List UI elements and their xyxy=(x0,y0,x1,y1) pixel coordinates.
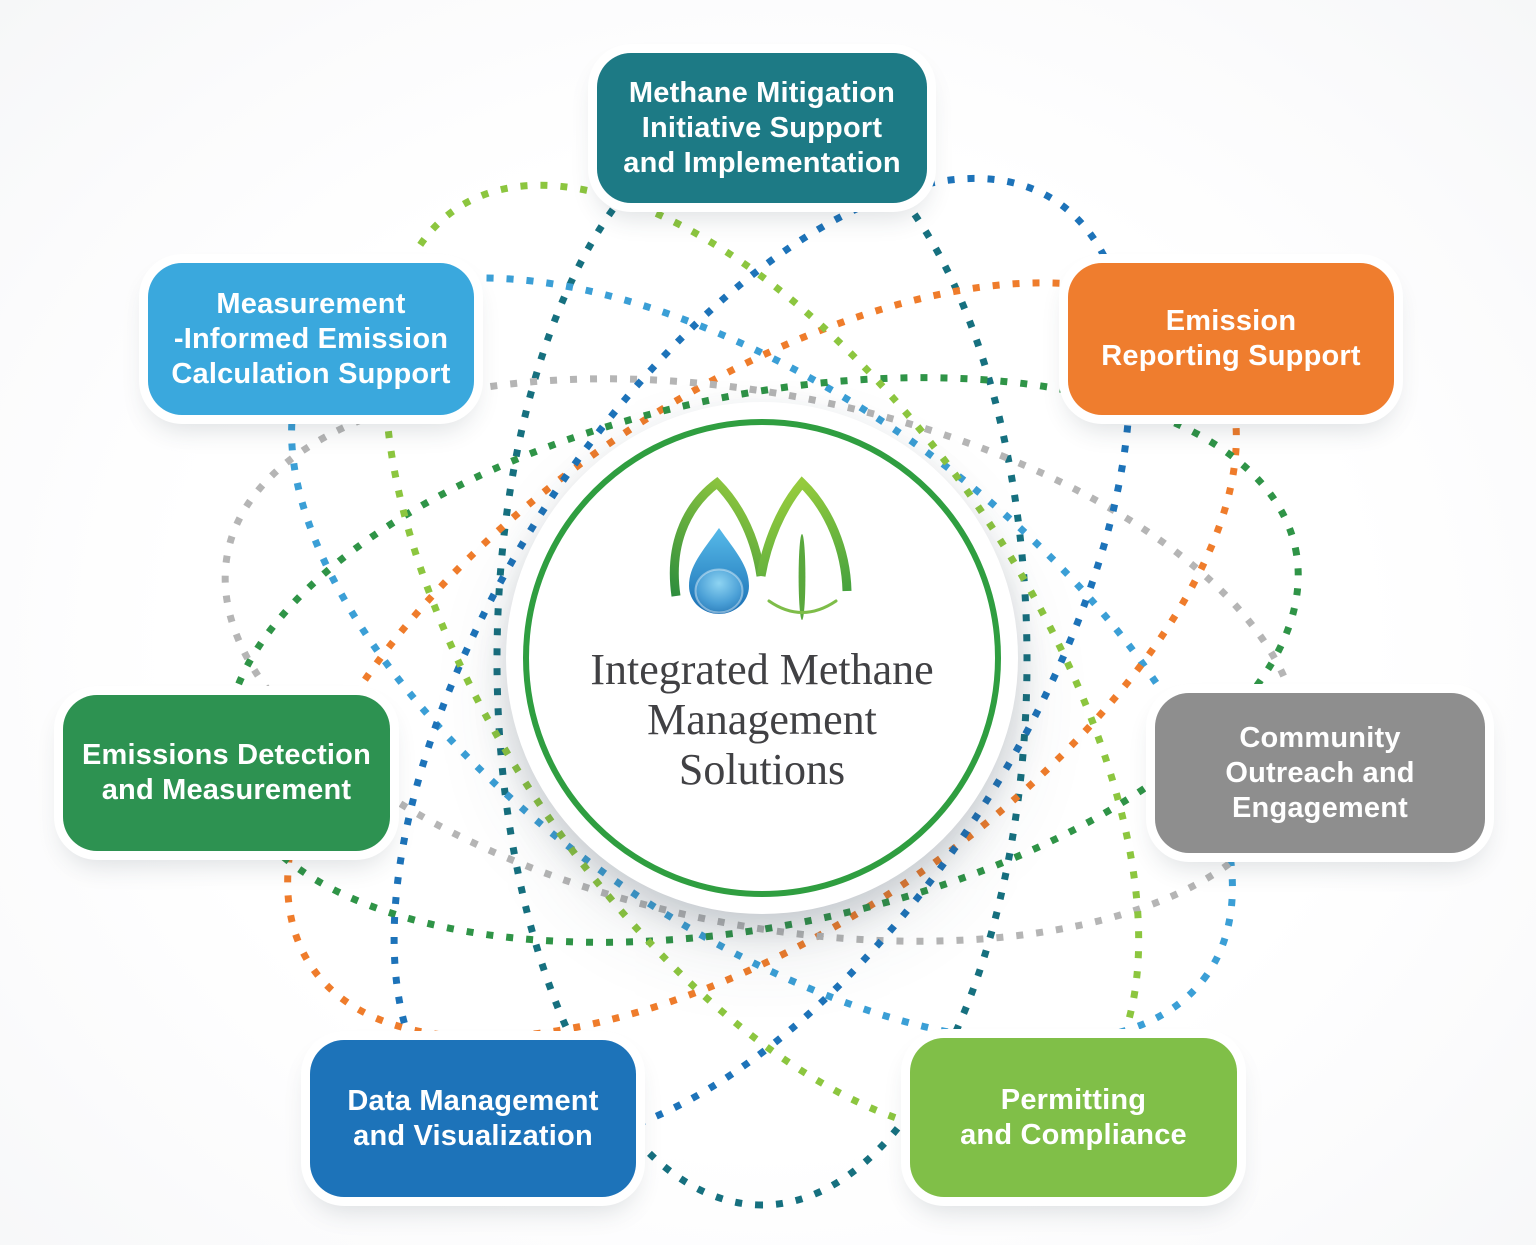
node-label: Emissions Detection and Measurement xyxy=(81,739,372,806)
m-leaf-water-drop-logo-icon xyxy=(669,476,852,620)
logo-right-leaf-arch xyxy=(756,476,852,592)
hub-green-ring xyxy=(523,419,1001,897)
center-hub-circle: Integrated Methane Management Solutions xyxy=(506,402,1018,914)
logo-left-leaf-arch xyxy=(669,477,766,597)
node-label: Emission Reporting Support xyxy=(1101,305,1361,372)
logo-leaf-stem xyxy=(798,534,806,620)
orbit-ellipse-green xyxy=(222,374,1302,946)
node-methane-mitigation-initiative-support: Methane Mitigation Initiative Support an… xyxy=(597,53,927,203)
hub-title: Integrated Methane Management Solutions xyxy=(590,645,934,794)
logo-drop-gloss xyxy=(694,568,744,614)
orbit-ellipse-lightblue xyxy=(288,274,1236,1046)
orbit-ellipse-teal xyxy=(493,111,1031,1209)
node-label: Permitting and Compliance xyxy=(960,1083,1187,1151)
node-emissions-detection-and-measurement: Emissions Detection and Measurement xyxy=(63,695,390,851)
node-measurement-informed-emission-calculation-support: Measurement -Informed Emission Calculati… xyxy=(148,263,474,415)
node-permitting-and-compliance: Permitting and Compliance xyxy=(910,1038,1237,1197)
node-data-management-and-visualization: Data Management and Visualization xyxy=(310,1040,636,1197)
node-label: Measurement -Informed Emission Calculati… xyxy=(171,287,451,390)
node-community-outreach-and-engagement: Community Outreach and Engagement xyxy=(1155,693,1485,853)
logo-bottom-arc xyxy=(767,599,838,614)
node-label: Methane Mitigation Initiative Support an… xyxy=(623,76,901,179)
node-label: Community Outreach and Engagement xyxy=(1225,721,1415,824)
node-label: Data Management and Visualization xyxy=(347,1084,599,1152)
node-emission-reporting-support: Emission Reporting Support xyxy=(1068,263,1394,415)
